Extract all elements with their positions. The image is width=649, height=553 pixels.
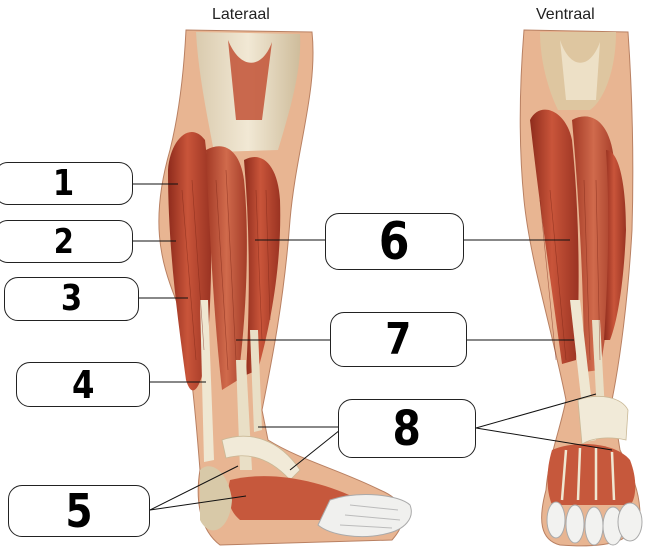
label-number-1: 1 [52, 162, 75, 204]
leader-lines [133, 183, 613, 511]
leader-line-8-lateral-foot [289, 429, 341, 471]
label-box-8[interactable]: 8 [338, 399, 476, 458]
lateral-leg-illustration [158, 29, 412, 546]
label-number-3: 3 [60, 278, 83, 319]
leader-line-8-ventral-b [475, 427, 613, 451]
label-box-3[interactable]: 3 [4, 277, 139, 321]
label-number-7: 7 [385, 313, 412, 365]
label-box-5[interactable]: 5 [8, 485, 150, 537]
label-box-1[interactable]: 1 [0, 162, 133, 205]
view-title-ventral: Ventraal [536, 6, 595, 23]
label-number-2: 2 [53, 221, 74, 262]
label-number-8: 8 [392, 400, 422, 457]
label-box-4[interactable]: 4 [16, 362, 150, 407]
leader-line-5b [149, 495, 247, 511]
leader-line-8-ventral-a [475, 393, 597, 429]
label-number-4: 4 [71, 362, 95, 407]
label-number-6: 6 [379, 211, 410, 272]
ventral-leg-illustration [519, 29, 643, 547]
label-box-6[interactable]: 6 [325, 213, 464, 270]
leader-line-5a [149, 465, 239, 511]
label-number-5: 5 [65, 484, 93, 538]
label-box-7[interactable]: 7 [330, 312, 467, 367]
view-title-lateral: Lateraal [212, 6, 270, 23]
label-box-2[interactable]: 2 [0, 220, 133, 263]
